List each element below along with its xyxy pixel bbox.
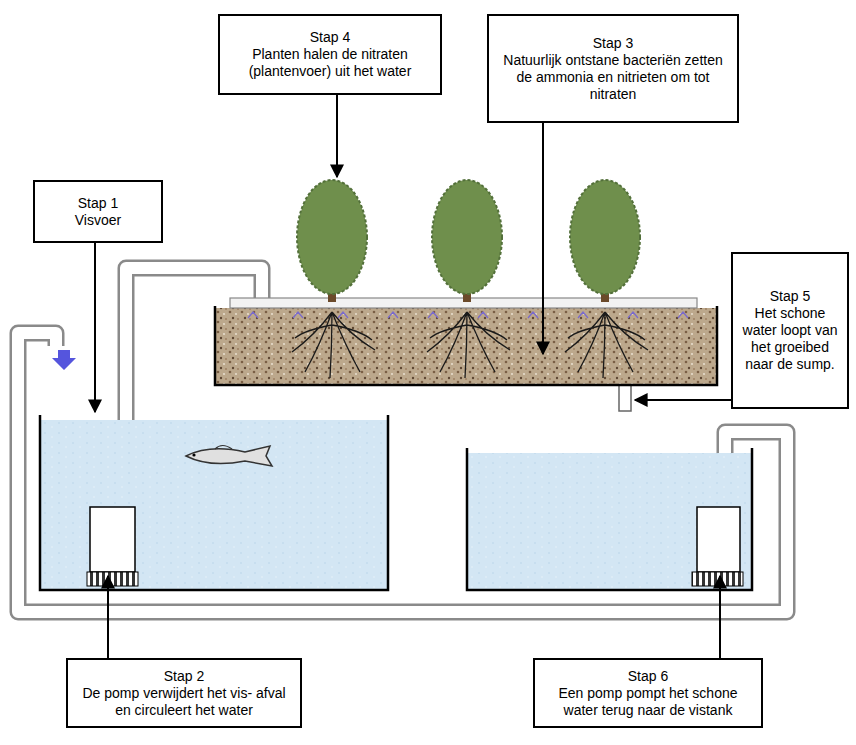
step-description: Natuurlijk ontstane bacteriën zetten de …: [495, 52, 731, 103]
plants: [297, 180, 640, 302]
step-description: Planten halen de nitraten (plantenvoer) …: [226, 46, 434, 80]
fish: [186, 446, 272, 467]
roots: [292, 312, 648, 378]
step-description: Het schone water loopt van het groeibed …: [739, 305, 841, 373]
fish-tank: [40, 415, 388, 590]
callout-box: Stap 5Het schone water loopt van het gro…: [731, 252, 849, 409]
step-heading: Stap 4: [310, 29, 350, 46]
callout-box: Stap 2De pomp verwijdert het vis- afval …: [66, 658, 302, 728]
step-heading: Stap 2: [164, 668, 204, 685]
step-heading: Stap 5: [770, 288, 810, 305]
sump-tank: [467, 448, 752, 590]
step-heading: Stap 3: [593, 35, 633, 52]
leader-arrows: [95, 95, 731, 658]
grow-bed: [215, 298, 717, 411]
callout-box: Stap 6Een pomp pompt het schone water te…: [533, 658, 763, 728]
callout-box: Stap 3Natuurlijk ontstane bacteriën zett…: [487, 14, 739, 123]
callout-box: Stap 1Visvoer: [33, 180, 163, 243]
pipes: [18, 268, 787, 612]
drips: [248, 312, 688, 318]
step-description: Visvoer: [75, 212, 121, 229]
step-description: Een pomp pompt het schone water terug na…: [541, 685, 755, 719]
step-heading: Stap 6: [628, 668, 668, 685]
step-heading: Stap 1: [78, 195, 118, 212]
flow-arrow: [52, 350, 76, 370]
callout-box: Stap 4Planten halen de nitraten (planten…: [218, 14, 442, 95]
step-description: De pomp verwijdert het vis- afval en cir…: [74, 685, 294, 719]
